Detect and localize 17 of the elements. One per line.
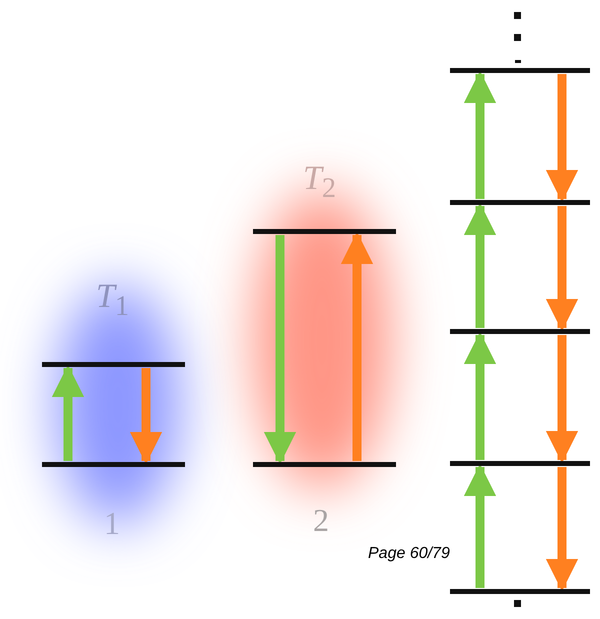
arrow — [340, 232, 374, 461]
temperature-label: T$_{2}$ — [303, 160, 336, 205]
arrow — [464, 70, 496, 199]
arrow — [130, 368, 162, 464]
arrow — [464, 332, 496, 460]
temperature-label: T$_{1}$ — [96, 278, 130, 323]
arrow — [464, 202, 496, 328]
arrow — [546, 335, 578, 464]
arrow — [264, 235, 296, 464]
reservoir-number: 1 — [104, 505, 120, 542]
arrow — [546, 206, 578, 332]
arrow — [546, 467, 578, 592]
reservoir-number: 2 — [313, 502, 329, 539]
arrow — [52, 364, 84, 461]
arrow — [464, 464, 496, 588]
page-number: Page 60/79 — [368, 545, 450, 563]
arrow — [546, 74, 578, 202]
